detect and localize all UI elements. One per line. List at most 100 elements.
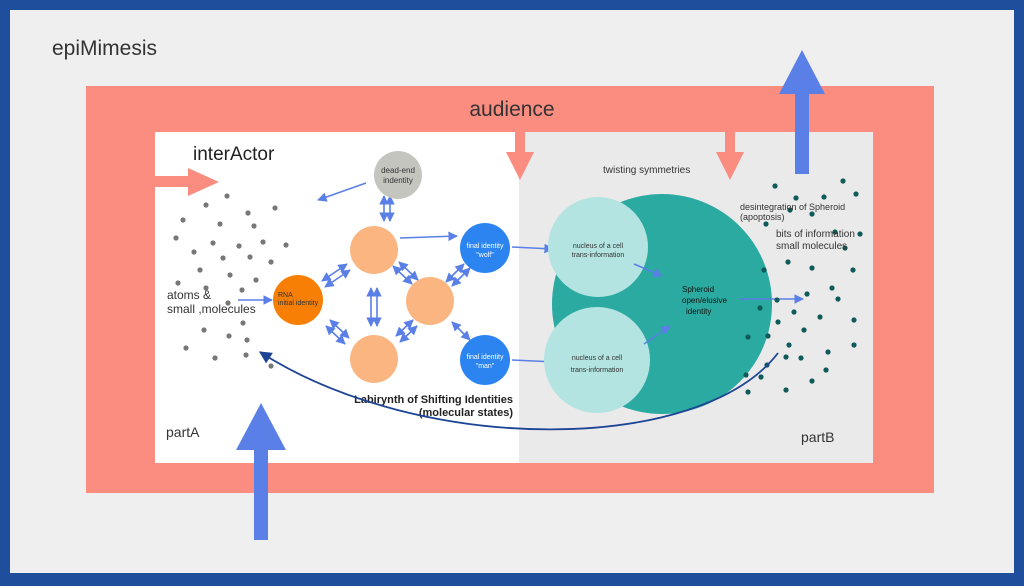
bit-dot-12 [809, 265, 815, 271]
bit-dot-27 [786, 342, 792, 348]
atom-dot-26 [244, 337, 250, 343]
spheroid-arrows [633, 263, 804, 345]
atom-dot-29 [243, 352, 249, 358]
arrow-rna-bottom-2 [325, 325, 346, 345]
atom-dot-2 [245, 210, 251, 216]
spheroid-label-2: open/elusive [682, 296, 727, 305]
bit-dot-35 [758, 374, 764, 380]
bit-dot-17 [774, 297, 780, 303]
atom-dot-30 [268, 363, 274, 369]
final-man-node [460, 335, 510, 385]
final-man-label-2: "man" [476, 363, 495, 370]
bit-dot-37 [745, 389, 751, 395]
bits-dots [743, 178, 863, 395]
disintegration-label-1: desintegration of Spheroid [740, 202, 845, 212]
atom-dot-5 [217, 221, 223, 227]
atom-dot-11 [283, 242, 289, 248]
nucleus-top-label-1: nucleus of a cell [573, 243, 624, 250]
bits-label-1: bits of information [776, 229, 855, 240]
bit-dot-22 [851, 317, 857, 323]
audience-label: audience [469, 98, 554, 121]
atom-dot-3 [272, 205, 278, 211]
disintegration-label-2: (apoptosis) [740, 212, 785, 222]
arrow-deadend-to-atoms [317, 182, 367, 202]
atom-dot-21 [239, 287, 245, 293]
rna-label-1: RNA [278, 292, 293, 299]
nucleus-bottom-label-2: trans-information [571, 367, 624, 374]
bit-dot-13 [761, 267, 767, 273]
arrow-rna-top-2 [324, 269, 351, 288]
state-node-top [350, 226, 398, 274]
partA-label: partA [166, 424, 200, 440]
bit-dot-6 [809, 211, 815, 217]
final-man-label-1: final identity [467, 354, 504, 361]
bit-dot-15 [829, 285, 835, 291]
bit-dot-16 [804, 291, 810, 297]
spheroid-label-1: Spheroid [682, 285, 714, 294]
dead-end-label-2: indentity [383, 176, 413, 185]
bit-dot-23 [775, 319, 781, 325]
page-title: epiMimesis [52, 37, 157, 60]
final-wolf-label-2: "wolf" [476, 252, 494, 259]
dead-end-node [374, 151, 422, 199]
atom-dot-18 [253, 277, 259, 283]
atom-dot-28 [212, 355, 218, 361]
atom-dot-0 [224, 193, 230, 199]
rna-node [273, 275, 323, 325]
atoms-dots [173, 193, 289, 369]
atom-dot-10 [260, 239, 266, 245]
bit-dot-3 [821, 194, 827, 200]
bit-dot-1 [772, 183, 778, 189]
nucleus-bottom-label-1: nucleus of a cell [572, 355, 623, 362]
bit-dot-5 [787, 207, 793, 213]
bit-dot-34 [743, 372, 749, 378]
bit-dot-2 [793, 195, 799, 201]
arrow-right-to-man [451, 321, 471, 341]
bit-dot-20 [791, 309, 797, 315]
atom-dot-7 [173, 235, 179, 241]
atom-dot-6 [251, 223, 257, 229]
audience-arrow-left [152, 168, 219, 196]
arrow-top-right-2 [398, 261, 419, 281]
bit-dot-29 [825, 349, 831, 355]
atom-dot-19 [175, 280, 181, 286]
arrow-node-top-to-wolf [399, 231, 458, 242]
labyrinth-title: Labirynth of Shifting Identities [354, 394, 513, 406]
nucleus-top [548, 197, 648, 297]
atom-dot-14 [247, 254, 253, 260]
bit-dot-30 [783, 354, 789, 360]
arrow-nucleus-bottom-to-spheroid [643, 325, 671, 345]
arrow-right-bottom-2 [399, 325, 418, 343]
atom-dot-1 [203, 202, 209, 208]
state-node-right [406, 277, 454, 325]
bit-dot-26 [765, 333, 771, 339]
arrow-right-to-wolf-2 [451, 267, 471, 287]
atom-dot-12 [191, 249, 197, 255]
atom-dot-16 [197, 267, 203, 273]
audience-band [86, 86, 934, 493]
nucleus-top-label-2: trans-information [572, 252, 625, 259]
input-arrow-up [236, 403, 286, 540]
bits-label-2: small molecules [776, 241, 847, 252]
bit-dot-8 [832, 229, 838, 235]
atom-dot-22 [225, 300, 231, 306]
partA-panel [155, 132, 519, 463]
atom-dot-15 [268, 259, 274, 265]
atom-dot-13 [220, 255, 226, 261]
bit-dot-21 [817, 314, 823, 320]
final-wolf-node [460, 223, 510, 273]
atom-dot-20 [203, 285, 209, 291]
bit-dot-31 [798, 355, 804, 361]
bit-dot-19 [757, 305, 763, 311]
bit-dot-7 [763, 221, 769, 227]
bit-dot-10 [842, 245, 848, 251]
bit-dot-33 [823, 367, 829, 373]
bit-dot-4 [853, 191, 859, 197]
output-arrow-up [779, 50, 825, 174]
bit-dot-25 [745, 334, 751, 340]
spheroid-label-3: identity [686, 307, 711, 316]
atoms-label-2: small ,molecules [167, 302, 256, 316]
atom-dot-25 [226, 333, 232, 339]
